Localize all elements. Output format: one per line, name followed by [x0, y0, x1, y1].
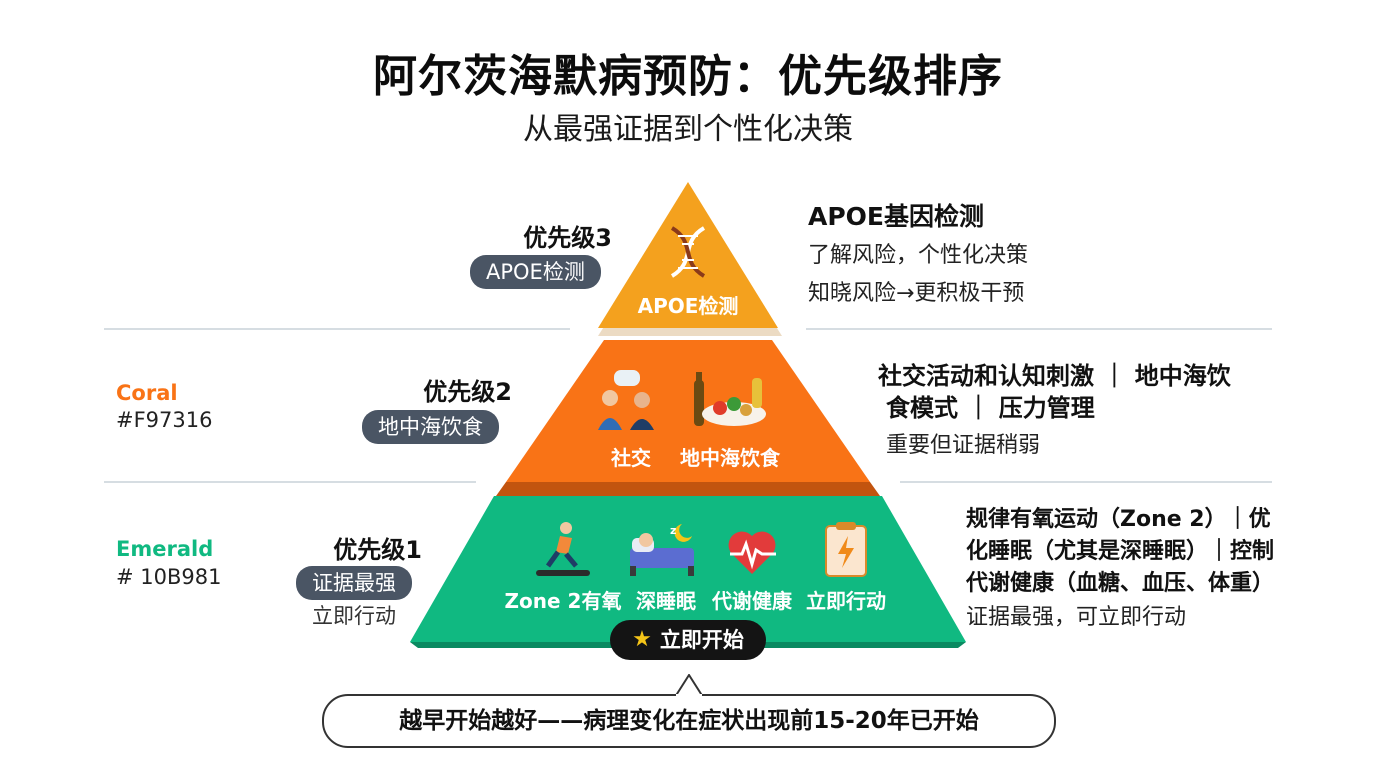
swatch-coral-hex: #F97316 [116, 408, 213, 432]
svg-text:z: z [670, 524, 676, 537]
sleep-icon: z [630, 524, 694, 576]
tier-top-line-2: 知晓风险→更积极干预 [808, 281, 1025, 306]
pyramid-tier-middle [506, 340, 870, 482]
social-people-icon [598, 370, 654, 430]
swatch-emerald-hex: # 10B981 [116, 565, 222, 589]
callout-box: 越早开始越好——病理变化在症状出现前15-20年已开始 [322, 694, 1056, 748]
tier-middle-line-1: 重要但证据稍弱 [886, 433, 1041, 458]
heart-pulse-icon [728, 531, 776, 574]
tier-top-heading: APOE基因检测 [808, 202, 985, 231]
tier-bottom-label-sleep: 深睡眠 [636, 589, 696, 613]
tier-bottom-label-metabolic: 代谢健康 [712, 589, 792, 613]
mediterranean-food-icon [694, 372, 766, 426]
dna-icon [670, 226, 706, 278]
priority-2-label: 优先级2 [423, 378, 512, 406]
separator-line [806, 328, 1272, 330]
tier-bottom-label-zone2: Zone 2有氧 [504, 589, 622, 613]
separator-line [104, 328, 570, 330]
priority-1-pill: 证据最强 [296, 566, 412, 600]
star-icon: ★ [632, 627, 652, 652]
callout-text: 越早开始越好——病理变化在症状出现前15-20年已开始 [399, 708, 979, 734]
running-icon [536, 522, 590, 576]
tier-bottom-line-1: 证据最强，可立即行动 [966, 605, 1187, 630]
tier-middle-heading-line-2: 食模式 ｜ 压力管理 [886, 394, 1095, 422]
priority-3-pill: APOE检测 [470, 255, 601, 289]
priority-1-label: 优先级1 [333, 536, 422, 564]
swatch-coral-name: Coral [116, 381, 178, 405]
tier-bottom-label-action: 立即行动 [806, 589, 886, 613]
clipboard-action-icon [825, 522, 867, 577]
tier-middle-label-diet: 地中海饮食 [680, 446, 780, 470]
tier-bottom-heading-line-3: 代谢健康（血糖、血压、体重） [966, 571, 1275, 596]
page-title: 阿尔茨海默病预防：优先级排序 [373, 51, 1003, 102]
tier-bottom-heading-line-2: 化睡眠（尤其是深睡眠）｜控制 [966, 539, 1275, 564]
separator-line [900, 481, 1272, 483]
start-now-label: 立即开始 [659, 628, 744, 652]
priority-2-pill: 地中海饮食 [362, 410, 499, 444]
page-subtitle: 从最强证据到个性化决策 [523, 112, 853, 147]
swatch-emerald-name: Emerald [116, 537, 214, 561]
tier-top-label: APOE检测 [637, 294, 739, 318]
separator-line [104, 481, 476, 483]
priority-1-note: 立即行动 [312, 604, 396, 628]
tier-middle-heading-line-1: 社交活动和认知刺激 ｜ 地中海饮 [878, 362, 1231, 390]
tier-bottom-heading-line-1: 规律有氧运动（Zone 2）｜优 [966, 507, 1271, 532]
priority-3-label: 优先级3 [523, 224, 612, 252]
tier-top-line-1: 了解风险，个性化决策 [808, 243, 1029, 268]
start-now-button[interactable]: ★ 立即开始 [610, 620, 766, 660]
tier-middle-label-social: 社交 [611, 446, 651, 470]
